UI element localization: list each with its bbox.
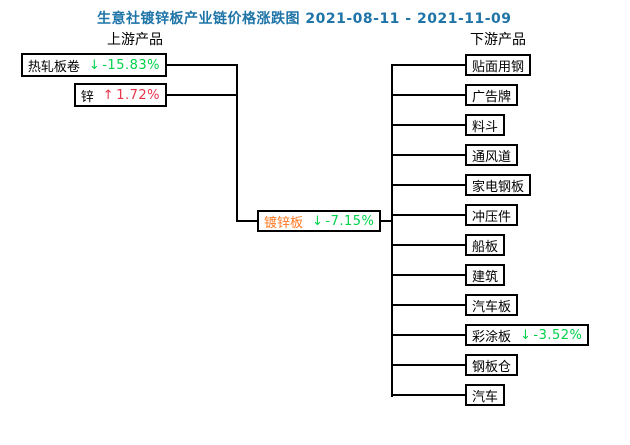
change-value: -7.15%: [325, 213, 375, 229]
connector-line: [391, 124, 471, 126]
connector-line: [391, 94, 471, 96]
down-arrow-icon: ↓: [520, 327, 532, 343]
chart-title: 生意社镀锌板产业链价格涨跌图 2021-08-11 - 2021-11-09: [97, 11, 512, 27]
product-name: 汽车: [472, 389, 499, 405]
product-name: 船板: [472, 239, 499, 255]
downstream-node-9[interactable]: 汽车板: [465, 294, 519, 316]
downstream-node-3[interactable]: 料斗: [465, 114, 506, 136]
connector-line: [391, 64, 393, 397]
downstream-node-8[interactable]: 建筑: [465, 264, 506, 286]
change-value: 1.72%: [116, 87, 160, 103]
downstream-node-11[interactable]: 钢板仓: [465, 354, 519, 376]
connector-line: [236, 220, 266, 222]
connector-line: [236, 64, 238, 222]
price-change: ↓-7.15%: [312, 214, 374, 229]
change-value: -15.83%: [102, 57, 160, 73]
product-name: 家电钢板: [472, 179, 525, 195]
up-arrow-icon: ↑: [102, 87, 115, 103]
change-value: -3.52%: [533, 327, 583, 343]
upstream-node-2[interactable]: 锌 ↑1.72%: [73, 83, 167, 107]
price-change: ↑1.72%: [103, 88, 160, 103]
downstream-node-2[interactable]: 广告牌: [465, 84, 519, 106]
product-name: 热轧板卷: [27, 59, 80, 75]
connector-line: [391, 274, 471, 276]
connector-line: [391, 364, 471, 366]
connector-line: [150, 94, 238, 96]
product-name: 锌: [80, 89, 94, 105]
product-name: 彩涂板: [472, 329, 512, 345]
downstream-node-12[interactable]: 汽车: [465, 384, 506, 406]
down-arrow-icon: ↓: [312, 213, 324, 229]
connector-line: [391, 334, 471, 336]
product-name: 通风道: [472, 149, 512, 165]
downstream-node-7[interactable]: 船板: [465, 234, 506, 256]
down-arrow-icon: ↓: [88, 57, 101, 73]
upstream-header: 上游产品: [107, 32, 163, 48]
product-name: 冲压件: [472, 209, 512, 225]
connector-line: [391, 244, 471, 246]
center-node[interactable]: 镀锌板 ↓-7.15%: [257, 210, 382, 232]
price-change: ↓-3.52%: [520, 328, 582, 343]
connector-line: [391, 154, 471, 156]
downstream-node-4[interactable]: 通风道: [465, 144, 519, 166]
downstream-node-6[interactable]: 冲压件: [465, 204, 519, 226]
downstream-node-1[interactable]: 贴面用钢: [465, 54, 532, 76]
upstream-node-1[interactable]: 热轧板卷 ↓-15.83%: [20, 53, 167, 77]
downstream-header: 下游产品: [470, 32, 526, 48]
product-name: 汽车板: [472, 299, 512, 315]
connector-line: [391, 64, 471, 66]
connector-line: [391, 304, 471, 306]
product-name: 建筑: [472, 269, 499, 285]
product-name: 钢板仓: [472, 359, 512, 375]
product-name: 料斗: [472, 119, 499, 135]
product-name: 镀锌板: [264, 215, 304, 231]
connector-line: [150, 64, 238, 66]
product-name: 贴面用钢: [472, 59, 525, 75]
downstream-node-10[interactable]: 彩涂板 ↓-3.52%: [465, 324, 590, 346]
connector-line: [391, 394, 471, 396]
connector-line: [391, 184, 471, 186]
connector-line: [391, 214, 471, 216]
price-change: ↓-15.83%: [89, 58, 160, 73]
downstream-node-5[interactable]: 家电钢板: [465, 174, 532, 196]
product-name: 广告牌: [472, 89, 512, 105]
